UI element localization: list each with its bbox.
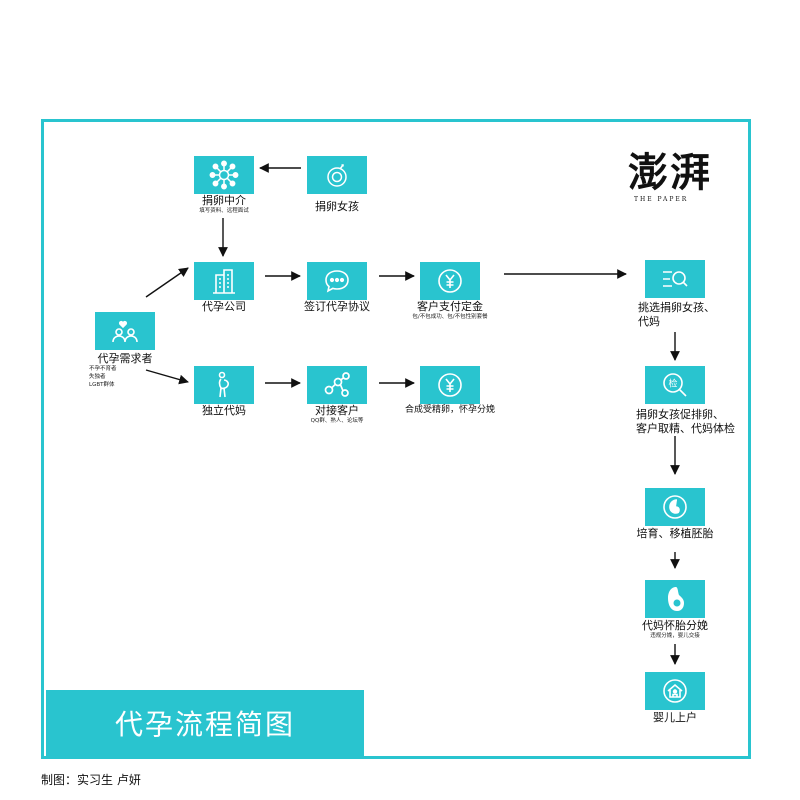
contract-node — [307, 262, 367, 300]
client-label: 代孕需求者 — [97, 352, 153, 365]
agency-label: 代孕公司 — [202, 300, 246, 313]
logo-sub: THE PAPER — [634, 196, 689, 203]
egg-broker-node — [194, 156, 254, 194]
connect-node — [307, 366, 367, 404]
independent-label: 独立代妈 — [202, 404, 246, 417]
register-node — [645, 672, 705, 710]
egg-girl-node — [307, 156, 367, 194]
register-label: 婴儿上户 — [653, 711, 697, 724]
magnifier-check-icon: 检 — [663, 373, 687, 397]
contract-label: 签订代孕协议 — [304, 300, 370, 313]
egg-broker-label: 捐卵中介 — [202, 194, 246, 207]
client-note-1: 不孕不育者 — [89, 366, 117, 372]
connect-label: 对接客户 — [315, 404, 359, 417]
egg-broker-note: 填写资料、远程面试 — [199, 208, 249, 214]
select-node — [645, 260, 705, 298]
the-paper-logo: 澎湃 THE PAPER — [628, 149, 734, 204]
birth-note: 违规分娩，婴儿交接 — [650, 633, 700, 639]
building-icon — [213, 269, 235, 294]
chat-bubble-icon — [325, 270, 349, 293]
house-person-icon — [663, 679, 687, 703]
title-banner: 代孕流程简图 — [46, 690, 364, 756]
client-note-3: LGBT群体 — [89, 382, 115, 388]
embryo-label: 培育、移植胚胎 — [636, 527, 714, 540]
egg-girl-label: 捐卵女孩 — [315, 200, 359, 213]
agency-node — [194, 262, 254, 300]
select-label-1: 挑选捐卵女孩、 — [638, 301, 715, 314]
share-nodes-icon — [324, 372, 350, 397]
client-note-2: 失独者 — [89, 374, 106, 380]
arrow-client-to-independent — [145, 369, 189, 385]
client-node — [95, 312, 155, 350]
yen-icon — [438, 373, 462, 397]
select-label-2: 代妈 — [638, 315, 660, 328]
deposit-node — [420, 262, 480, 300]
deposit-label: 客户支付定金 — [417, 300, 483, 313]
embryo-node — [645, 488, 705, 526]
network-icon — [209, 160, 239, 190]
pregnancy-icon — [668, 587, 684, 611]
embryo-icon — [663, 495, 687, 519]
fee-node — [420, 366, 480, 404]
search-list-icon — [663, 271, 688, 287]
deposit-note: 包/不包成功、包/不包性别套餐 — [412, 314, 488, 320]
independent-node — [194, 366, 254, 404]
diagram-frame — [41, 119, 751, 759]
fee-label: 合成受精卵，怀孕分娩 — [404, 405, 496, 415]
arrow-client-to-agency — [145, 267, 189, 298]
people-heart-icon — [112, 320, 138, 343]
birth-label: 代妈怀胎分娩 — [642, 619, 708, 632]
checkup-label-2: 客户取精、代妈体检 — [636, 422, 735, 435]
yen-icon — [438, 269, 462, 293]
diagram-title: 代孕流程简图 — [114, 708, 295, 741]
birth-node — [645, 580, 705, 618]
checkup-node: 检 — [645, 366, 705, 404]
pregnant-woman-icon — [218, 371, 229, 398]
checkup-icon-text: 检 — [668, 378, 677, 390]
logo-main: 澎湃 — [628, 149, 712, 196]
egg-icon — [327, 164, 347, 187]
connect-note: QQ群、熟人、论坛等 — [310, 418, 364, 424]
checkup-label-1: 捐卵女孩促排卵、 — [636, 408, 724, 421]
credit-text: 制图：实习生 卢妍 — [41, 773, 141, 787]
